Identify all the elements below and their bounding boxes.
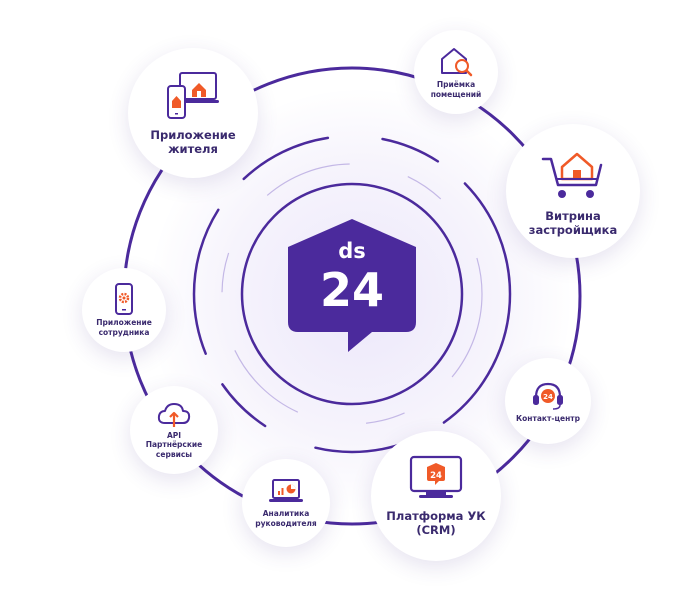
svg-text:24: 24 <box>543 393 553 401</box>
logo-main-text: 24 <box>320 263 384 317</box>
node-api-partners-label: API Партнёрские сервисы <box>145 430 203 459</box>
crm-badge-text: 24 <box>430 471 442 481</box>
node-manager-analytics-label: Аналитика руководителя <box>255 509 317 528</box>
node-crm-platform[interactable]: 24 Платформа УК (CRM) <box>371 431 501 561</box>
laptop-chart-icon <box>269 479 303 503</box>
node-developer-showcase[interactable]: Витрина застройщика <box>506 124 640 258</box>
node-contact-center[interactable]: 24 Контакт-центр <box>505 358 591 444</box>
logo-top-text: ds <box>338 239 366 263</box>
monitor-logo-icon: 24 <box>409 455 463 498</box>
middle-dashed-ring <box>192 134 512 454</box>
node-resident-app-label: Приложение жителя <box>150 127 236 156</box>
center-ring <box>240 182 464 406</box>
node-contact-center-label: Контакт-центр <box>516 413 580 423</box>
resident-app-icon <box>167 71 219 119</box>
node-employee-app-label: Приложение сотрудника <box>96 318 152 337</box>
house-search-icon <box>441 48 473 77</box>
node-premises-inspection[interactable]: Приёмка помещений <box>414 30 498 114</box>
cart-house-icon <box>541 152 603 198</box>
node-api-partners[interactable]: API Партнёрские сервисы <box>130 386 218 474</box>
node-resident-app[interactable]: Приложение жителя <box>128 48 258 178</box>
logo-shape <box>288 219 416 352</box>
phone-gear-icon <box>115 283 133 316</box>
node-developer-showcase-label: Витрина застройщика <box>528 208 618 237</box>
node-premises-inspection-label: Приёмка помещений <box>430 80 482 99</box>
ds24-logo: ds 24 <box>288 219 416 352</box>
node-manager-analytics[interactable]: Аналитика руководителя <box>242 459 330 547</box>
inner-faint-ring <box>221 163 483 425</box>
cloud-upload-icon <box>157 402 191 427</box>
node-employee-app[interactable]: Приложение сотрудника <box>82 268 166 352</box>
headset-icon: 24 <box>533 382 563 410</box>
node-crm-platform-label: Платформа УК (CRM) <box>386 508 486 537</box>
